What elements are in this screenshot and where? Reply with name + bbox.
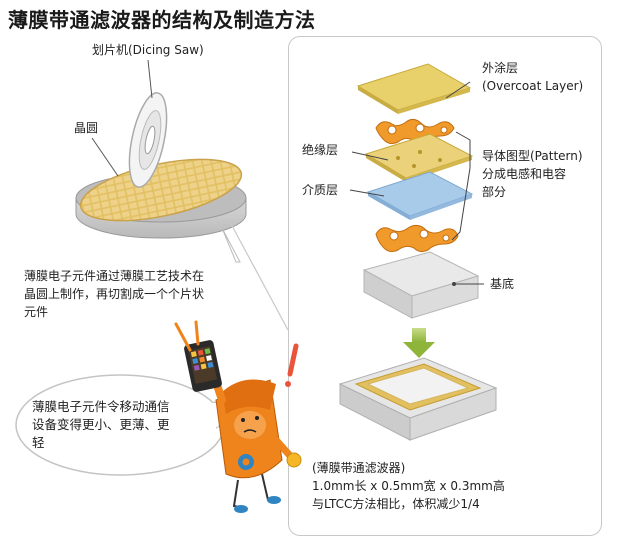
pattern-label-1: 导体图型(Pattern): [482, 149, 583, 163]
wafer-leader: [91, 137, 119, 177]
mascot-character: [174, 320, 302, 513]
product-dimensions: 1.0mm长 x 0.5mm宽 x 0.3mm高: [312, 479, 505, 493]
bubble-line-1: 薄膜电子元件令移动通信: [32, 399, 170, 414]
pattern-label-3: 部分: [482, 185, 507, 199]
wafer-desc-line-2: 晶圆上制作，再切割成一个个片状: [24, 287, 205, 301]
substrate-block: [362, 251, 480, 319]
zoom-line: [229, 221, 289, 331]
page-title: 薄膜带通滤波器的结构及制造方法: [8, 8, 316, 32]
finished-filter-chip: [338, 357, 498, 441]
substrate-label: 基底: [490, 277, 515, 291]
bubble-line-2: 设备变得更小、更薄、更: [32, 417, 170, 432]
insulation-layer: [364, 133, 474, 182]
wafer-desc-line-1: 薄膜电子元件通过薄膜工艺技术在: [24, 269, 205, 283]
overcoat-label-en: (Overcoat Layer): [482, 79, 584, 93]
process-arrow: [403, 328, 435, 358]
wafer-label: 晶圆: [74, 121, 99, 135]
wafer-desc-line-3: 元件: [24, 305, 49, 319]
pattern-layer-top: [375, 118, 455, 145]
wafer-callout-pointer: [221, 227, 241, 263]
dicing-saw-leader: [147, 59, 153, 99]
pattern-layer-bottom: [375, 224, 459, 253]
overcoat-label: 外涂层: [482, 61, 519, 75]
product-comparison: 与LTCC方法相比，体积减少1/4: [312, 497, 480, 511]
overcoat-layer: [356, 63, 472, 114]
layer-leader-lines: [349, 81, 484, 286]
wafer: [75, 158, 247, 239]
bubble-line-3: 轻: [32, 435, 45, 450]
dicing-saw-blade: [128, 92, 168, 188]
pattern-label-2: 分成电感和电容: [482, 167, 567, 181]
dicing-saw-label: 划片机(Dicing Saw): [92, 43, 204, 57]
product-name: (薄膜带通滤波器): [312, 461, 406, 475]
insulation-label: 绝缘层: [302, 143, 339, 157]
dielectric-layer: [366, 171, 474, 220]
dielectric-label: 介质层: [302, 183, 339, 197]
